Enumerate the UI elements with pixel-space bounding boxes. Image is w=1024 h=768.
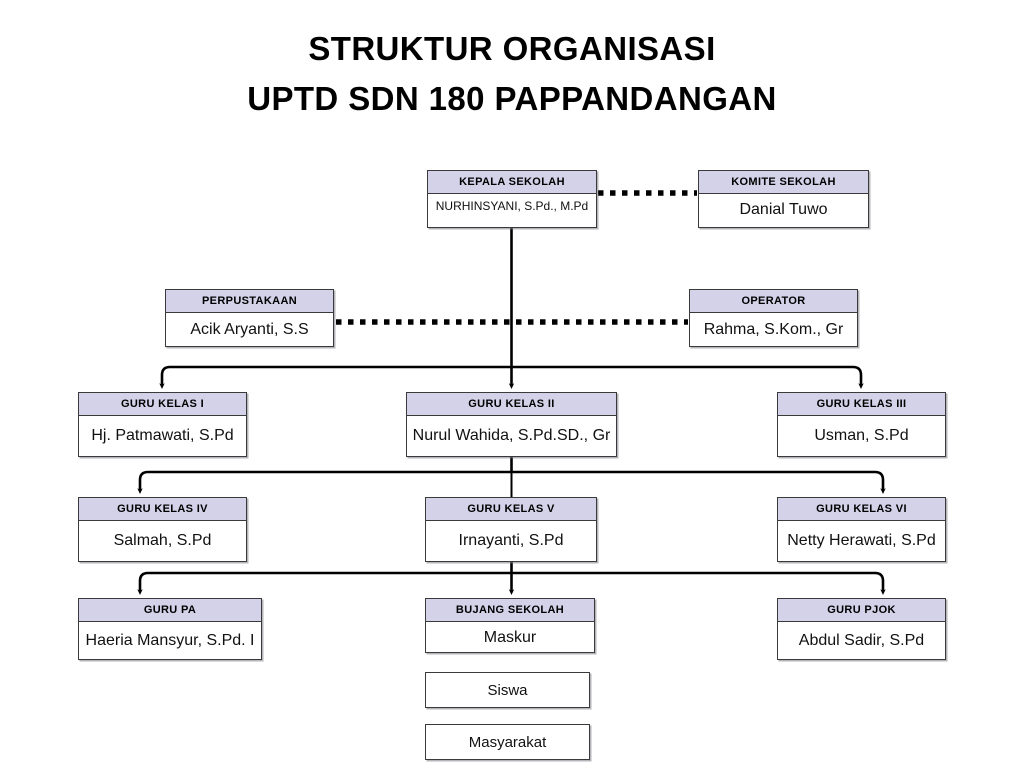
node-name-komite-sekolah: Danial Tuwo bbox=[739, 201, 828, 218]
node-guru-kelas-3[interactable]: GURU KELAS III Usman, S.Pd bbox=[777, 392, 946, 457]
page-title: STRUKTUR ORGANISASI UPTD SDN 180 PAPPAND… bbox=[0, 24, 1024, 124]
node-guru-kelas-2[interactable]: GURU KELAS II Nurul Wahida, S.Pd.SD., Gr bbox=[406, 392, 617, 457]
edge-kepala-to-guru-kelas-3 bbox=[511, 365, 864, 389]
node-role-perpustakaan: PERPUSTAKAAN bbox=[166, 290, 333, 313]
node-guru-kelas-1[interactable]: GURU KELAS I Hj. Patmawati, S.Pd bbox=[78, 392, 247, 457]
node-kepala-sekolah[interactable]: KEPALA SEKOLAH NURHINSYANI, S.Pd., M.Pd bbox=[427, 170, 597, 228]
node-name-guru-pjok: Abdul Sadir, S.Pd bbox=[798, 632, 925, 649]
node-name-guru-kelas-4: Salmah, S.Pd bbox=[113, 532, 212, 549]
node-role-guru-kelas-4: GURU KELAS IV bbox=[79, 498, 246, 521]
node-role-guru-kelas-6: GURU KELAS VI bbox=[778, 498, 945, 521]
node-name-operator: Rahma, S.Kom., Gr bbox=[703, 321, 844, 338]
node-name-bujang-sekolah: Maskur bbox=[483, 629, 537, 646]
node-name-guru-kelas-6: Netty Herawati, S.Pd bbox=[787, 532, 936, 549]
node-role-komite-sekolah: KOMITE SEKOLAH bbox=[699, 171, 868, 194]
node-guru-kelas-5[interactable]: GURU KELAS V Irnayanti, S.Pd bbox=[425, 497, 597, 562]
edge-guru-kelas-2-to-guru-kelas-6 bbox=[511, 470, 886, 494]
edge-guru-kelas-2-to-guru-kelas-4 bbox=[137, 470, 512, 494]
edge-guru-kelas-5-to-guru-pa bbox=[137, 571, 512, 595]
node-role-guru-pa: GURU PA bbox=[79, 599, 261, 622]
edge-guru-kelas-5-to-guru-pjok bbox=[511, 571, 886, 595]
node-name-perpustakaan: Acik Aryanti, S.S bbox=[190, 321, 309, 338]
node-guru-pjok[interactable]: GURU PJOK Abdul Sadir, S.Pd bbox=[777, 598, 946, 660]
node-bujang-sekolah[interactable]: BUJANG SEKOLAH Maskur bbox=[425, 598, 595, 653]
node-name-siswa: Siswa bbox=[487, 682, 528, 699]
node-siswa[interactable]: Siswa bbox=[425, 672, 590, 708]
node-name-masyarakat: Masyarakat bbox=[468, 734, 547, 751]
node-name-guru-kelas-5: Irnayanti, S.Pd bbox=[458, 532, 564, 549]
node-komite-sekolah[interactable]: KOMITE SEKOLAH Danial Tuwo bbox=[698, 170, 869, 228]
node-name-guru-kelas-3: Usman, S.Pd bbox=[814, 427, 909, 444]
node-operator[interactable]: OPERATOR Rahma, S.Kom., Gr bbox=[689, 289, 858, 347]
node-perpustakaan[interactable]: PERPUSTAKAAN Acik Aryanti, S.S bbox=[165, 289, 334, 347]
node-role-guru-pjok: GURU PJOK bbox=[778, 599, 945, 622]
title-line-2: UPTD SDN 180 PAPPANDANGAN bbox=[247, 80, 777, 117]
node-role-guru-kelas-1: GURU KELAS I bbox=[79, 393, 246, 416]
edge-kepala-to-guru-kelas-1 bbox=[159, 365, 512, 389]
node-role-kepala-sekolah: KEPALA SEKOLAH bbox=[428, 171, 596, 194]
title-line-1: STRUKTUR ORGANISASI bbox=[308, 30, 716, 67]
node-guru-pa[interactable]: GURU PA Haeria Mansyur, S.Pd. I bbox=[78, 598, 262, 660]
node-role-guru-kelas-3: GURU KELAS III bbox=[778, 393, 945, 416]
node-name-guru-pa: Haeria Mansyur, S.Pd. I bbox=[85, 632, 255, 649]
node-role-guru-kelas-2: GURU KELAS II bbox=[407, 393, 616, 416]
node-guru-kelas-4[interactable]: GURU KELAS IV Salmah, S.Pd bbox=[78, 497, 247, 562]
node-name-guru-kelas-1: Hj. Patmawati, S.Pd bbox=[91, 427, 234, 444]
node-masyarakat[interactable]: Masyarakat bbox=[425, 724, 590, 760]
node-name-guru-kelas-2: Nurul Wahida, S.Pd.SD., Gr bbox=[412, 427, 611, 444]
node-name-kepala-sekolah: NURHINSYANI, S.Pd., M.Pd bbox=[435, 199, 589, 213]
node-role-guru-kelas-5: GURU KELAS V bbox=[426, 498, 596, 521]
node-role-bujang-sekolah: BUJANG SEKOLAH bbox=[426, 599, 594, 622]
node-guru-kelas-6[interactable]: GURU KELAS VI Netty Herawati, S.Pd bbox=[777, 497, 946, 562]
node-role-operator: OPERATOR bbox=[690, 290, 857, 313]
